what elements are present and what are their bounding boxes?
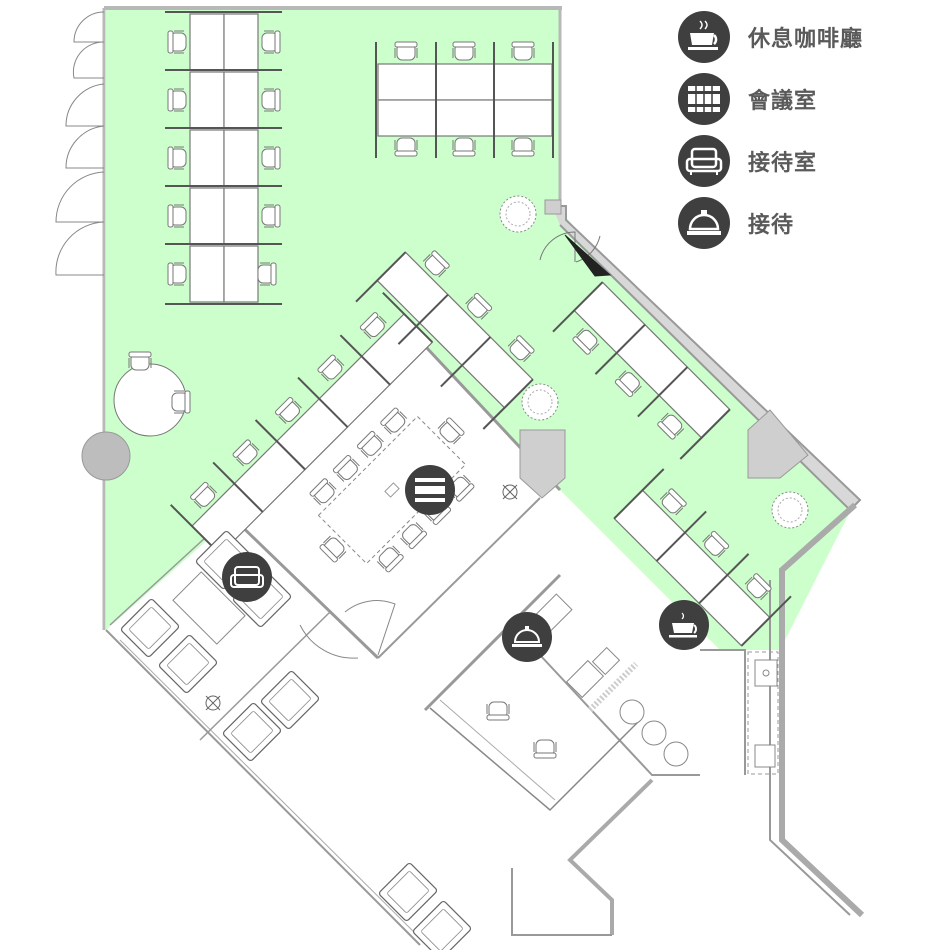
service-bell-icon — [678, 197, 730, 249]
meeting-table-icon — [415, 478, 445, 502]
sofa-icon — [230, 566, 264, 588]
workstation-row-lower-right — [613, 468, 792, 647]
meeting-room-marker — [405, 465, 455, 515]
reception-marker — [502, 612, 552, 662]
reception-lounge — [119, 529, 473, 950]
legend-label-reception-room: 接待室 — [748, 151, 818, 176]
workstation-block-left — [165, 11, 282, 305]
workstation-row-diagonal-right — [552, 281, 731, 460]
coffee-cup-icon — [669, 612, 697, 638]
reception-room-marker — [222, 552, 272, 602]
meeting-room — [299, 406, 518, 659]
workstation-row-diagonal-center — [355, 249, 536, 430]
legend-item-cafe: 休息咖啡廳 — [678, 6, 928, 68]
workstation-row-diagonal-left — [170, 292, 434, 556]
coffee-cup-icon — [678, 11, 730, 63]
door-upper — [539, 231, 612, 277]
workstation-block-top — [375, 41, 554, 158]
legend-item-meeting-room: 會議室 — [678, 68, 928, 130]
service-bell-icon — [512, 626, 542, 647]
meeting-table-icon — [678, 73, 730, 125]
columns — [81, 199, 809, 499]
legend-label-cafe: 休息咖啡廳 — [748, 27, 864, 52]
cafe-marker — [659, 600, 709, 650]
legend-label-meeting-room: 會議室 — [748, 89, 818, 114]
legend-item-reception: 接待 — [678, 192, 928, 254]
exterior-doors — [55, 11, 105, 276]
sofa-icon — [678, 135, 730, 187]
pantry — [565, 646, 778, 768]
round-table-left — [113, 351, 191, 437]
legend: 休息咖啡廳 會議室 接待室 接待 — [678, 6, 928, 254]
legend-item-reception-room: 接待室 — [678, 130, 928, 192]
legend-label-reception: 接待 — [748, 213, 795, 238]
